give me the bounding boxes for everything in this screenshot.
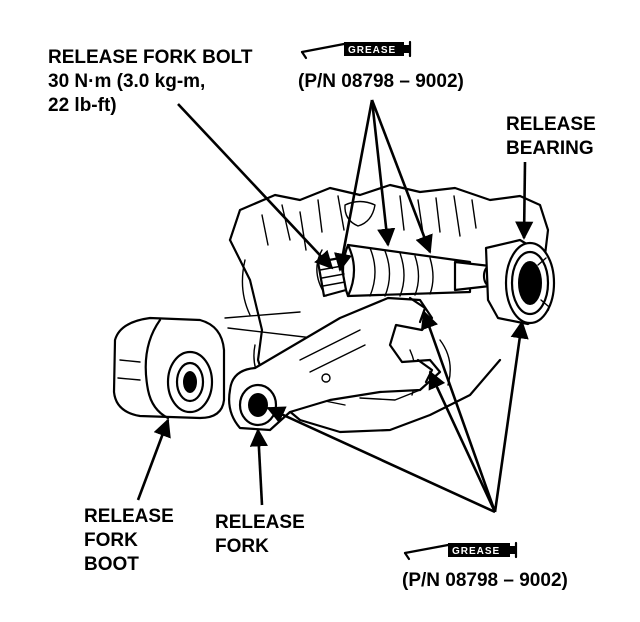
svg-text:BOOT: BOOT xyxy=(84,554,139,575)
svg-text:GREASE: GREASE xyxy=(348,45,396,56)
svg-text:FORK: FORK xyxy=(215,536,269,557)
svg-text:22 lb-ft): 22 lb-ft) xyxy=(48,95,117,116)
grease-part-number-top: (P/N 08798 – 9002) xyxy=(298,71,464,92)
arrow-release-fork-boot xyxy=(136,418,171,501)
svg-text:RELEASE FORK BOLT: RELEASE FORK BOLT xyxy=(48,47,253,68)
release-fork xyxy=(228,296,442,432)
arrow-grease-bottom-3 xyxy=(428,370,497,513)
label-release-bearing: RELEASE BEARING xyxy=(506,114,596,159)
release-fork-boot xyxy=(112,316,226,420)
arrow-grease-bottom-2 xyxy=(420,310,497,513)
svg-text:GREASE: GREASE xyxy=(452,546,500,557)
svg-text:RELEASE: RELEASE xyxy=(84,506,174,527)
arrow-grease-bottom-4 xyxy=(493,320,529,513)
arrow-release-fork xyxy=(249,428,268,506)
leader-arrows xyxy=(136,99,534,514)
label-release-fork-bolt: RELEASE FORK BOLT 30 N·m (3.0 kg-m, 22 l… xyxy=(48,47,253,116)
arrow-grease-top-1 xyxy=(334,99,374,272)
svg-text:FORK: FORK xyxy=(84,530,138,551)
arrow-release-bearing xyxy=(515,161,534,240)
grease-tube-icon-bottom: GREASE xyxy=(403,541,518,561)
grease-part-number-bottom: (P/N 08798 – 9002) xyxy=(402,570,568,591)
label-release-fork-boot: RELEASE FORK BOOT xyxy=(84,506,174,575)
arrow-fork-bolt xyxy=(177,103,334,270)
release-bearing xyxy=(484,238,556,326)
arrow-grease-top-3 xyxy=(370,99,433,254)
grease-tube-icon-top: GREASE xyxy=(300,40,412,60)
arrow-grease-top-2 xyxy=(370,99,396,247)
svg-text:RELEASE: RELEASE xyxy=(215,512,305,533)
svg-text:RELEASE: RELEASE xyxy=(506,114,596,135)
arrow-grease-bottom-1 xyxy=(266,406,496,514)
svg-text:30 N·m (3.0 kg-m,: 30 N·m (3.0 kg-m, xyxy=(48,71,205,92)
label-release-fork: RELEASE FORK xyxy=(215,512,305,557)
svg-text:BEARING: BEARING xyxy=(506,138,594,159)
